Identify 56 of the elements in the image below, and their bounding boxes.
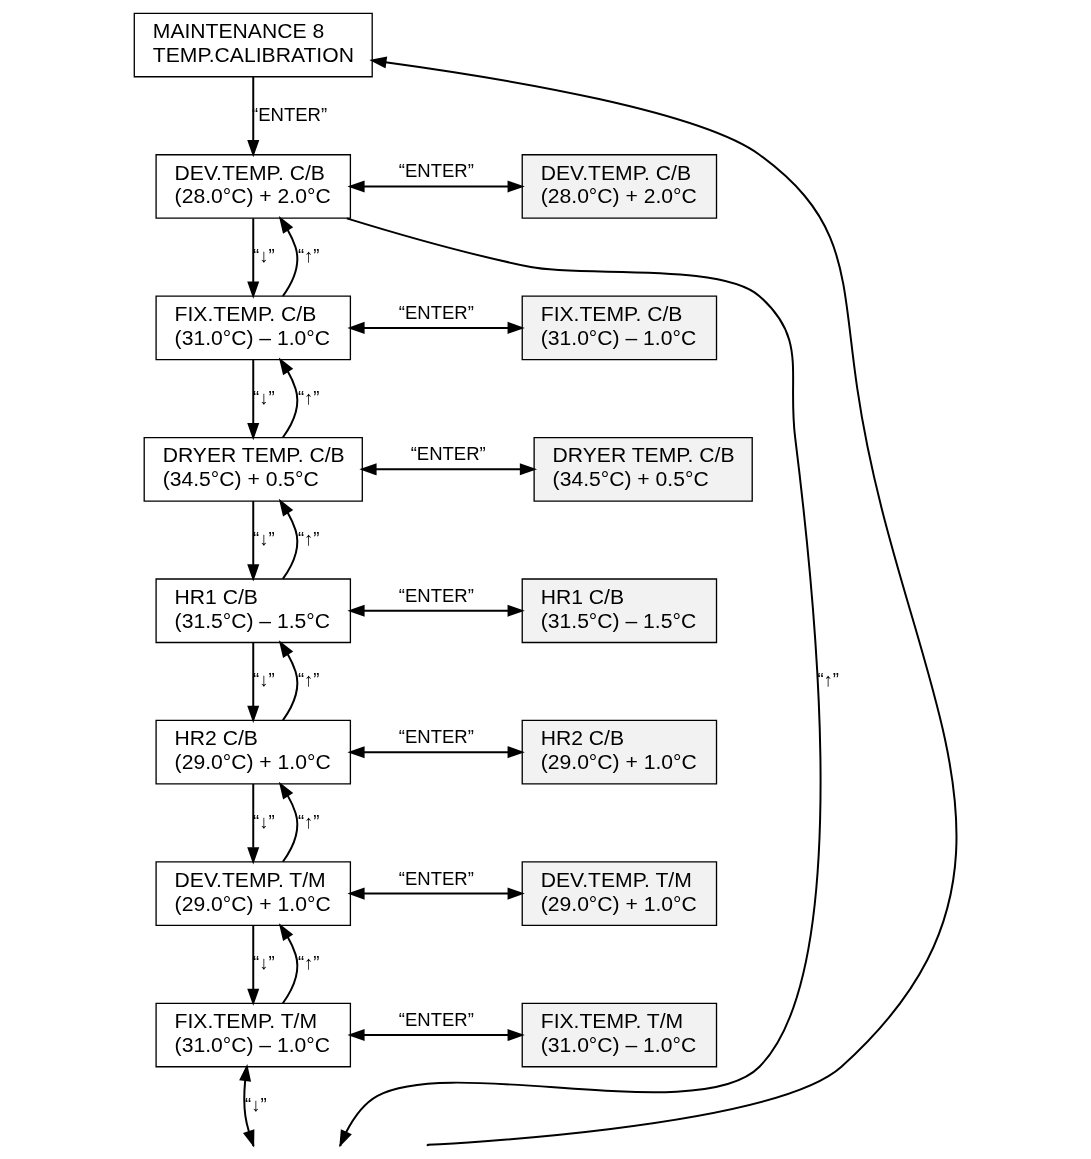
edge-label: “↓” <box>253 810 275 832</box>
arrow <box>278 357 299 439</box>
edge-label: “↓” <box>253 952 275 974</box>
node-box: HR1 C/B (31.5°C) – 1.5°C <box>155 578 352 644</box>
arrow <box>278 216 299 298</box>
arrow <box>247 75 260 158</box>
arrow <box>359 463 538 476</box>
node-box: HR2 C/B (29.0°C) + 1.0°C <box>155 719 352 785</box>
node-box: DRYER TEMP. C/B (34.5°C) + 0.5°C <box>533 436 753 502</box>
arrow <box>247 358 260 441</box>
node-box: FIX.TEMP. T/M (31.0°C) – 1.0°C <box>155 1002 352 1068</box>
arrow <box>278 781 299 863</box>
edge-label: “ENTER” <box>398 584 474 606</box>
edge-label: “↑” <box>297 952 320 974</box>
arrow <box>278 640 299 722</box>
node-box: HR1 C/B (31.5°C) – 1.5°C <box>521 578 718 644</box>
arrow <box>247 924 260 1006</box>
edge-label: “ENTER” <box>398 726 474 748</box>
arrow <box>278 498 299 580</box>
node-box: MAINTENANCE 8 TEMP.CALIBRATION <box>133 12 373 78</box>
node-box: FIX.TEMP. C/B (31.0°C) – 1.0°C <box>521 295 718 361</box>
edge-label: “↑” <box>297 669 320 691</box>
node-box: DEV.TEMP. C/B (28.0°C) + 2.0°C <box>155 154 352 219</box>
edge-label: “ENTER” <box>398 301 474 323</box>
arrow <box>347 180 525 193</box>
node-box: DEV.TEMP. T/M (29.0°C) + 1.0°C <box>521 861 718 926</box>
edge-label: “↓” <box>253 527 275 549</box>
arrow <box>347 604 525 617</box>
arrow <box>347 321 525 334</box>
arrow <box>247 217 260 299</box>
node-box: FIX.TEMP. C/B (31.0°C) – 1.0°C <box>155 295 352 361</box>
arrow <box>247 782 260 865</box>
arrow <box>347 887 525 900</box>
node-box: FIX.TEMP. T/M (31.0°C) – 1.0°C <box>521 1002 718 1068</box>
edge-label: “ENTER” <box>398 867 474 889</box>
edge-label: “↑” <box>297 527 320 549</box>
edge-label: “↓” <box>253 386 275 408</box>
edge-label: “↑” <box>297 810 320 832</box>
edge-label: “↑” <box>817 669 839 691</box>
node-box: HR2 C/B (29.0°C) + 1.0°C <box>521 719 718 785</box>
arrow <box>247 500 260 582</box>
node-box: DEV.TEMP. T/M (29.0°C) + 1.0°C <box>155 861 352 926</box>
edge-label: “ENTER” <box>398 160 474 182</box>
edge-label: “↓” <box>253 669 275 691</box>
arrow <box>247 641 260 723</box>
node-box: DRYER TEMP. C/B (34.5°C) + 0.5°C <box>143 436 363 502</box>
edge-label: “↓” <box>245 1093 267 1115</box>
edge-label: “↑” <box>297 386 320 408</box>
edge-label: “↓” <box>253 245 275 267</box>
edge-label: “ENTER” <box>398 1009 474 1031</box>
edge-label: “ENTER” <box>410 443 486 465</box>
node-box: DEV.TEMP. C/B (28.0°C) + 2.0°C <box>521 154 718 219</box>
arrow <box>278 923 299 1005</box>
arrow <box>347 746 525 759</box>
edge-label: “↑” <box>297 245 320 267</box>
arrow <box>347 1029 525 1042</box>
